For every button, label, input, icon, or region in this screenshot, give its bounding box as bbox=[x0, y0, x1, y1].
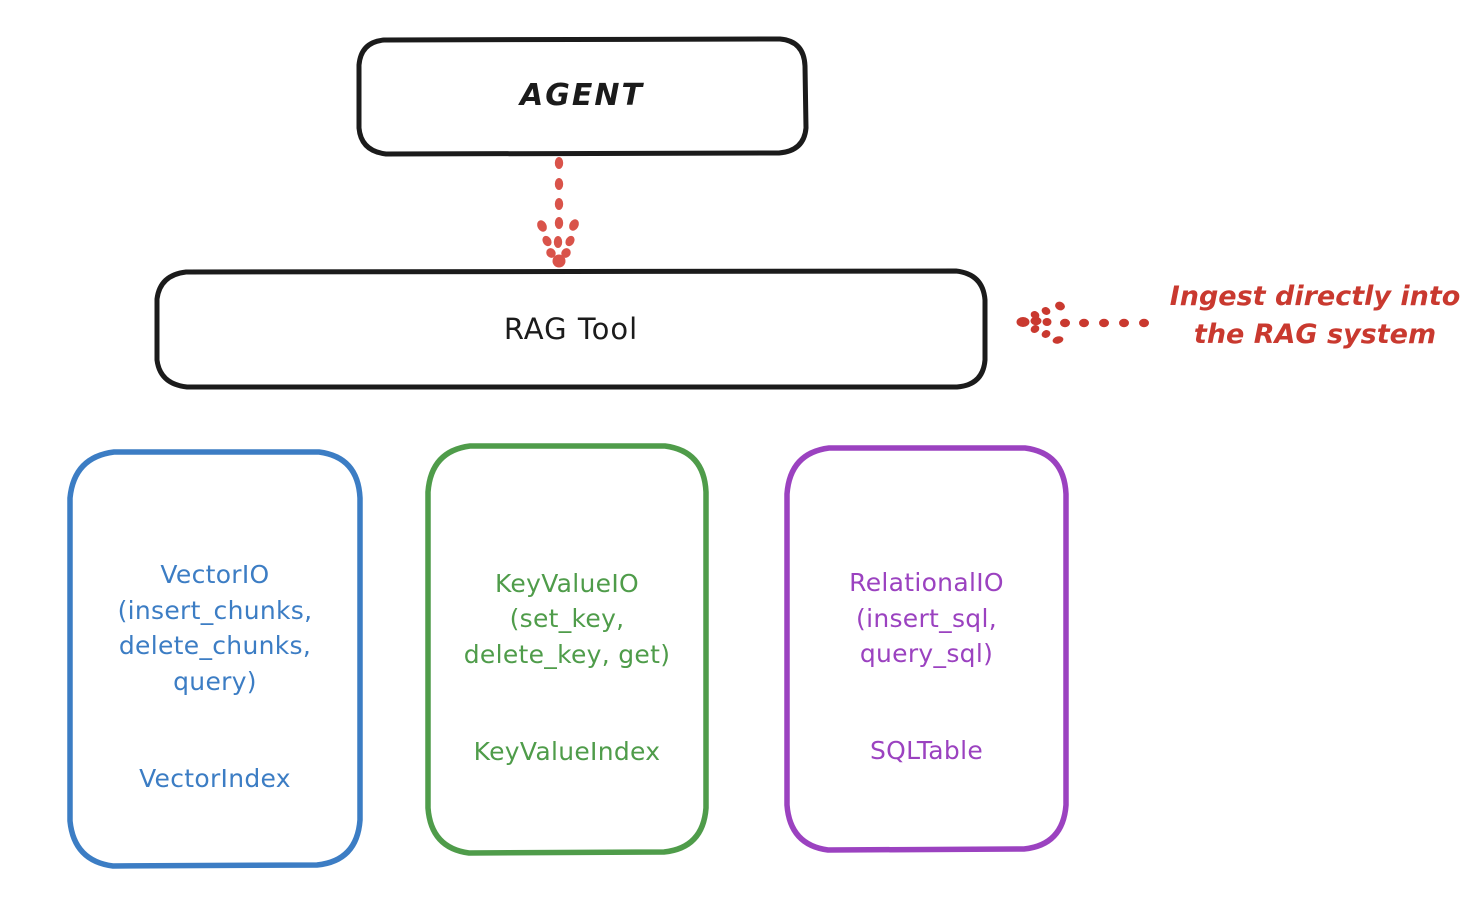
ingest-annotation: Ingest directly into the RAG system bbox=[1169, 281, 1461, 351]
vector-io-index: VectorIndex bbox=[139, 763, 291, 793]
key-value-io-index: KeyValueIndex bbox=[473, 736, 661, 766]
relational-io-index: SQLTable bbox=[869, 736, 984, 765]
vector-io-spacer bbox=[118, 699, 313, 725]
agent-label: AGENT bbox=[520, 78, 644, 114]
vector-io-api: VectorIO (insert_chunks, delete_chunks, … bbox=[117, 560, 313, 696]
key-value-io-text: KeyValueIO (set_key, delete_key, get) Ke… bbox=[464, 530, 671, 769]
vector-io-node[interactable]: VectorIO (insert_chunks, delete_chunks, … bbox=[66, 448, 364, 870]
ingest-to-rag-arrow bbox=[1016, 301, 1149, 344]
key-value-io-node[interactable]: KeyValueIO (set_key, delete_key, get) Ke… bbox=[424, 442, 710, 857]
vector-io-text: VectorIO (insert_chunks, delete_chunks, … bbox=[118, 522, 313, 797]
key-value-io-api: KeyValueIO (set_key, delete_key, get) bbox=[463, 568, 671, 669]
rag-tool-label: RAG Tool bbox=[503, 311, 639, 346]
agent-to-rag-arrow bbox=[537, 157, 579, 268]
rag-tool-node[interactable]: RAG Tool bbox=[154, 268, 988, 390]
relational-io-text: RelationalIO (insert_sql, query_sql) SQL… bbox=[849, 530, 1004, 769]
agent-node[interactable]: AGENT bbox=[356, 36, 809, 157]
relational-io-api: RelationalIO (insert_sql, query_sql) bbox=[849, 568, 1004, 668]
key-value-io-spacer bbox=[464, 672, 671, 698]
relational-io-spacer bbox=[849, 672, 1004, 698]
relational-io-node[interactable]: RelationalIO (insert_sql, query_sql) SQL… bbox=[783, 444, 1070, 854]
